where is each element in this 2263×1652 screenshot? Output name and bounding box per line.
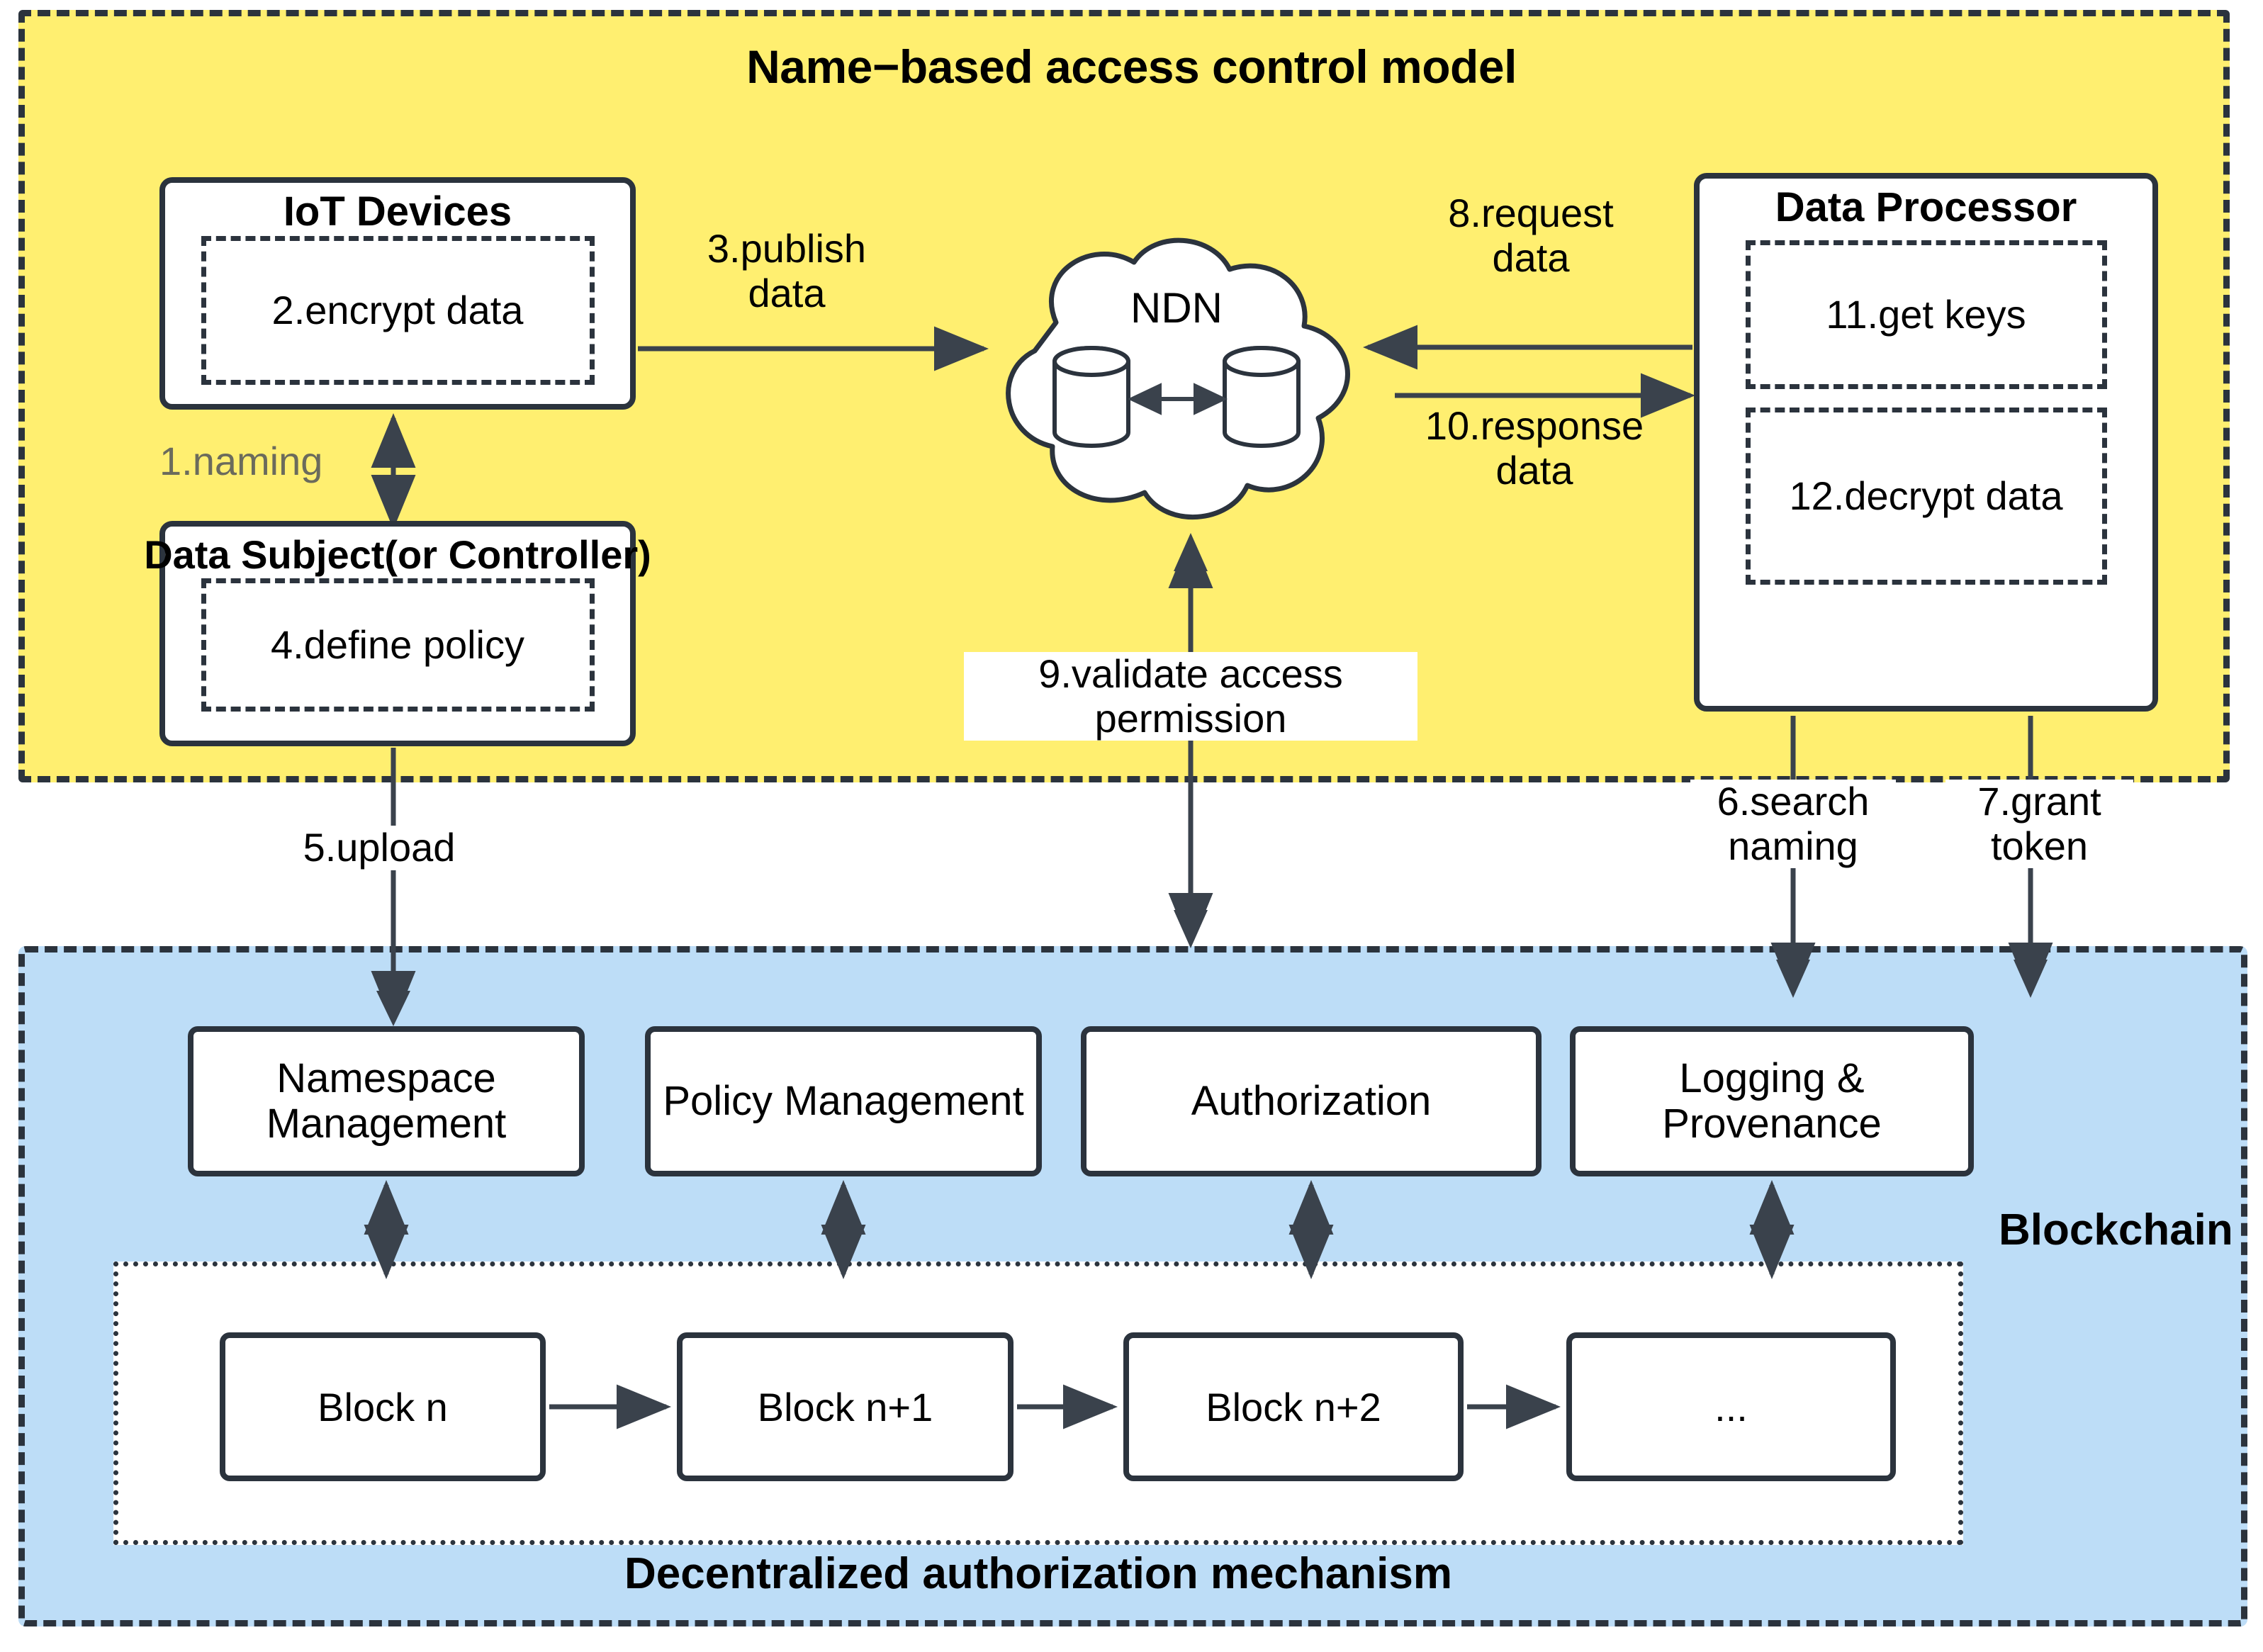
service-authorization[interactable]: Authorization [1081, 1026, 1542, 1176]
iot-devices-title: IoT Devices [283, 189, 512, 235]
data-processor-decrypt-data-step: 12.decrypt data [1745, 408, 2107, 585]
service-namespace-management[interactable]: Namespace Management [188, 1026, 585, 1176]
flow-label-publish-data: 3.publish data [707, 226, 867, 315]
block-item[interactable]: Block n [220, 1332, 546, 1481]
flow-label-request-data: 8.request data [1448, 191, 1614, 280]
ndn-label: NDN [1130, 284, 1223, 332]
ndn-cloud [1006, 237, 1350, 520]
data-processor-title: Data Processor [1775, 184, 2077, 230]
iot-devices-box[interactable]: IoT Devices 2.encrypt data [159, 177, 636, 410]
data-subject-title: Data Subject(or Controller) [144, 532, 651, 577]
decentralized-authorization-title: Decentralized authorization mechanism [624, 1549, 1452, 1598]
block-item[interactable]: Block n+2 [1123, 1332, 1464, 1481]
flow-label-response-data: 10.response data [1425, 403, 1644, 493]
data-processor-box[interactable]: Data Processor 11.get keys 12.decrypt da… [1694, 173, 2158, 712]
nbac-region-title: Name−based access control model [746, 40, 1517, 93]
data-subject-define-policy-step: 4.define policy [201, 578, 595, 712]
data-subject-box[interactable]: Data Subject(or Controller) 4.define pol… [144, 521, 651, 746]
flow-label-search-naming: 6.search naming [1690, 779, 1896, 869]
blockchain-side-label: Blockchain [1999, 1206, 2233, 1254]
flow-label-upload: 5.upload [262, 825, 496, 870]
service-logging-provenance[interactable]: Logging & Provenance [1570, 1026, 1974, 1176]
flow-label-grant-token: 7.grant token [1945, 779, 2133, 869]
flow-label-validate-access-permission: 9.validate access permission [964, 651, 1417, 741]
iot-encrypt-data-step: 2.encrypt data [201, 236, 595, 386]
block-item[interactable]: Block n+1 [677, 1332, 1013, 1481]
data-processor-get-keys-step: 11.get keys [1745, 240, 2107, 390]
service-policy-management[interactable]: Policy Management [645, 1026, 1042, 1176]
block-item[interactable]: ... [1566, 1332, 1896, 1481]
flow-label-naming: 1.naming [159, 439, 323, 483]
